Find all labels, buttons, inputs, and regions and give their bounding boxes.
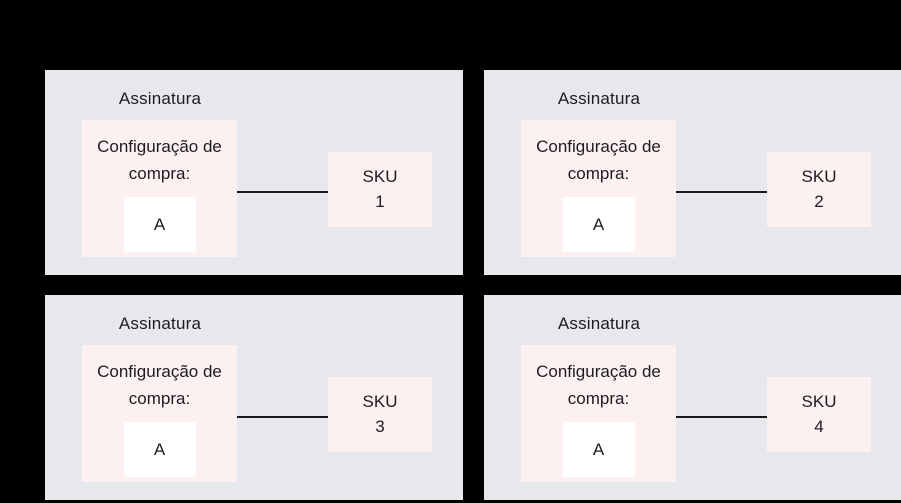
purchase-config-value: A (153, 214, 166, 234)
purchase-config-value: A (592, 214, 605, 234)
purchase-config-value-box: A (123, 197, 196, 253)
connector-line (237, 191, 328, 193)
purchase-config-value-box: A (562, 422, 635, 478)
purchase-config-box: Configuração de compra: A (521, 120, 676, 257)
purchase-config-label: Configuração de compra: (97, 362, 222, 409)
purchase-config-label: Configuração de compra: (97, 137, 222, 184)
subscription-panel-4: Assinatura Configuração de compra: A SKU… (484, 295, 901, 500)
purchase-config-label: Configuração de compra: (536, 137, 661, 184)
purchase-config-value: A (153, 439, 166, 459)
purchase-config-value: A (592, 439, 605, 459)
sku-box: SKU 4 (767, 377, 871, 452)
sku-box: SKU 2 (767, 152, 871, 227)
connector-line (676, 416, 767, 418)
purchase-config-box: Configuração de compra: A (82, 345, 237, 482)
purchase-config-box: Configuração de compra: A (82, 120, 237, 257)
sku-label: SKU (362, 166, 398, 186)
sku-box: SKU 1 (328, 152, 432, 227)
purchase-config-box: Configuração de compra: A (521, 345, 676, 482)
panel-title: Assinatura (118, 314, 202, 333)
connector-line (676, 191, 767, 193)
sku-label: SKU (362, 391, 398, 411)
panel-title: Assinatura (118, 89, 202, 108)
purchase-config-value-box: A (123, 422, 196, 478)
purchase-config-value-box: A (562, 197, 635, 253)
subscription-panel-3: Assinatura Configuração de compra: A SKU… (45, 295, 463, 500)
sku-number: 4 (814, 416, 824, 436)
sku-number: 2 (814, 191, 824, 211)
sku-number: 3 (375, 416, 385, 436)
connector-line (237, 416, 328, 418)
sku-label: SKU (801, 166, 837, 186)
panel-title: Assinatura (557, 89, 641, 108)
sku-label: SKU (801, 391, 837, 411)
panel-title: Assinatura (557, 314, 641, 333)
sku-box: SKU 3 (328, 377, 432, 452)
subscription-panel-2: Assinatura Configuração de compra: A SKU… (484, 70, 901, 275)
purchase-config-label: Configuração de compra: (536, 362, 661, 409)
sku-number: 1 (375, 191, 385, 211)
subscription-panel-1: Assinatura Configuração de compra: A SKU… (45, 70, 463, 275)
